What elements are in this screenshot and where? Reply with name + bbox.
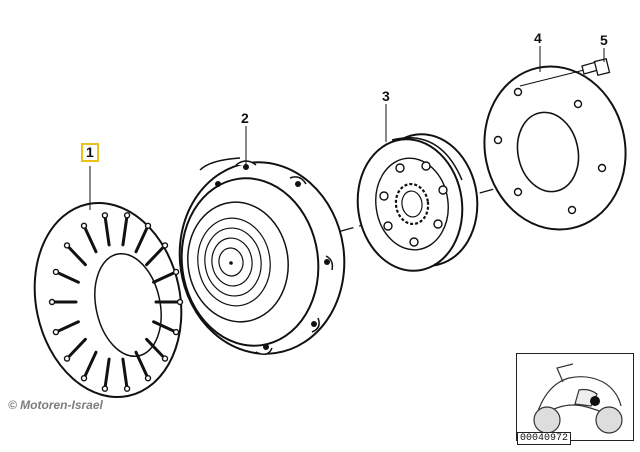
spring-finger xyxy=(134,350,150,380)
diagram-part-number: 00040972 xyxy=(517,432,572,445)
spring-finger-hole xyxy=(161,242,169,249)
motorcycle-icon xyxy=(533,363,623,434)
spring-finger xyxy=(121,213,129,247)
callout-part-5[interactable]: 5 xyxy=(600,32,608,48)
spring-finger xyxy=(103,357,111,391)
spring-finger-hole xyxy=(52,268,60,276)
spring-finger-hole xyxy=(172,268,180,276)
spring-finger-hole xyxy=(123,385,131,392)
callout-part-3[interactable]: 3 xyxy=(382,88,390,104)
spring-finger-hole xyxy=(123,212,131,219)
spring-finger-hole xyxy=(63,355,71,362)
vehicle-location-thumbnail[interactable] xyxy=(516,353,634,441)
spring-finger xyxy=(82,224,98,254)
spring-finger-hole xyxy=(176,298,184,306)
spring-finger-hole xyxy=(48,298,56,306)
spring-finger-hole xyxy=(80,222,88,230)
spring-finger xyxy=(145,337,167,361)
callout-part-2[interactable]: 2 xyxy=(241,110,249,126)
clutch-disc-part[interactable] xyxy=(349,127,485,277)
spring-finger xyxy=(82,350,98,380)
flywheel-ring-part[interactable] xyxy=(469,53,640,243)
spring-finger-hole xyxy=(101,385,109,392)
spring-finger xyxy=(65,243,87,267)
spring-finger xyxy=(152,270,178,284)
spring-finger xyxy=(121,357,129,391)
spring-finger xyxy=(103,213,111,247)
bolt-part[interactable] xyxy=(519,57,611,87)
diaphragm-spring-part[interactable] xyxy=(17,189,199,411)
spring-finger-hole xyxy=(80,375,88,382)
spring-finger xyxy=(145,243,167,267)
spring-finger xyxy=(54,320,80,334)
spring-finger xyxy=(54,270,80,284)
spring-finger-hole xyxy=(101,212,109,219)
spring-finger-hole xyxy=(144,375,152,382)
spring-finger-hole xyxy=(161,355,169,362)
spring-finger-hole xyxy=(172,328,180,336)
spring-finger xyxy=(152,320,178,334)
callout-part-4[interactable]: 4 xyxy=(534,30,542,46)
spring-finger xyxy=(65,337,87,361)
pressure-plate-part[interactable] xyxy=(167,152,356,365)
watermark-text: © Motoren-Israel xyxy=(8,398,103,412)
spring-finger-hole xyxy=(63,242,71,249)
spring-finger xyxy=(134,224,150,254)
callout-part-1[interactable]: 1 xyxy=(81,143,99,162)
spring-finger-hole xyxy=(52,328,60,336)
spring-finger-hole xyxy=(144,222,152,230)
